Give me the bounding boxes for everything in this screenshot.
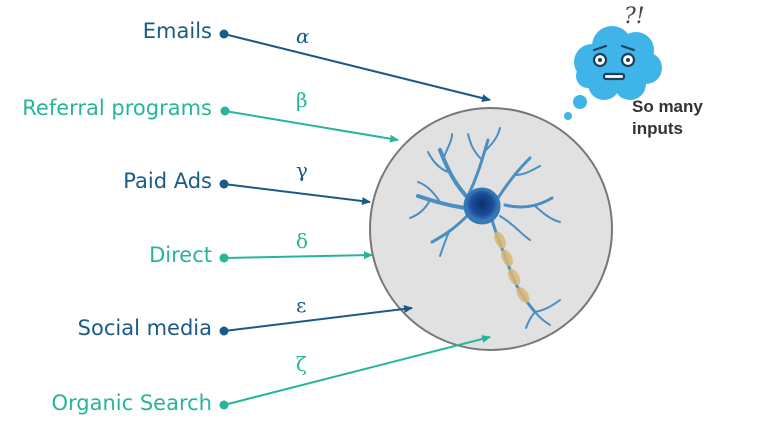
input-label-organic-search: Organic Search [51, 393, 212, 414]
input-label-referral-programs: Referral programs [22, 98, 212, 119]
input-label-social-media: Social media [78, 318, 212, 339]
arrow-direct [224, 255, 372, 258]
arrow-emails [224, 34, 490, 100]
thought-dot-small [564, 112, 572, 120]
weight-epsilon: ε [296, 295, 306, 315]
nucleus [465, 189, 499, 223]
input-label-direct: Direct [149, 245, 212, 266]
arrow-social [224, 308, 412, 331]
thought-text: So many inputs [632, 96, 752, 140]
input-label-emails: Emails [143, 21, 212, 42]
input-label-paid-ads: Paid Ads [123, 171, 212, 192]
weight-beta: β [296, 90, 308, 110]
arrow-referral [225, 111, 398, 140]
question-exclaim-marks: ?! [624, 4, 645, 29]
weight-delta: δ [296, 231, 308, 251]
thought-line-2: inputs [632, 118, 752, 140]
arrow-paid-ads [224, 184, 370, 202]
weight-alpha: α [296, 26, 310, 46]
arrow-organic [224, 337, 490, 405]
thought-dot-large [573, 95, 587, 109]
input-dots [220, 30, 230, 410]
weight-zeta: ζ [296, 354, 307, 374]
thought-line-1: So many [632, 96, 752, 118]
weight-gamma: γ [296, 160, 308, 180]
